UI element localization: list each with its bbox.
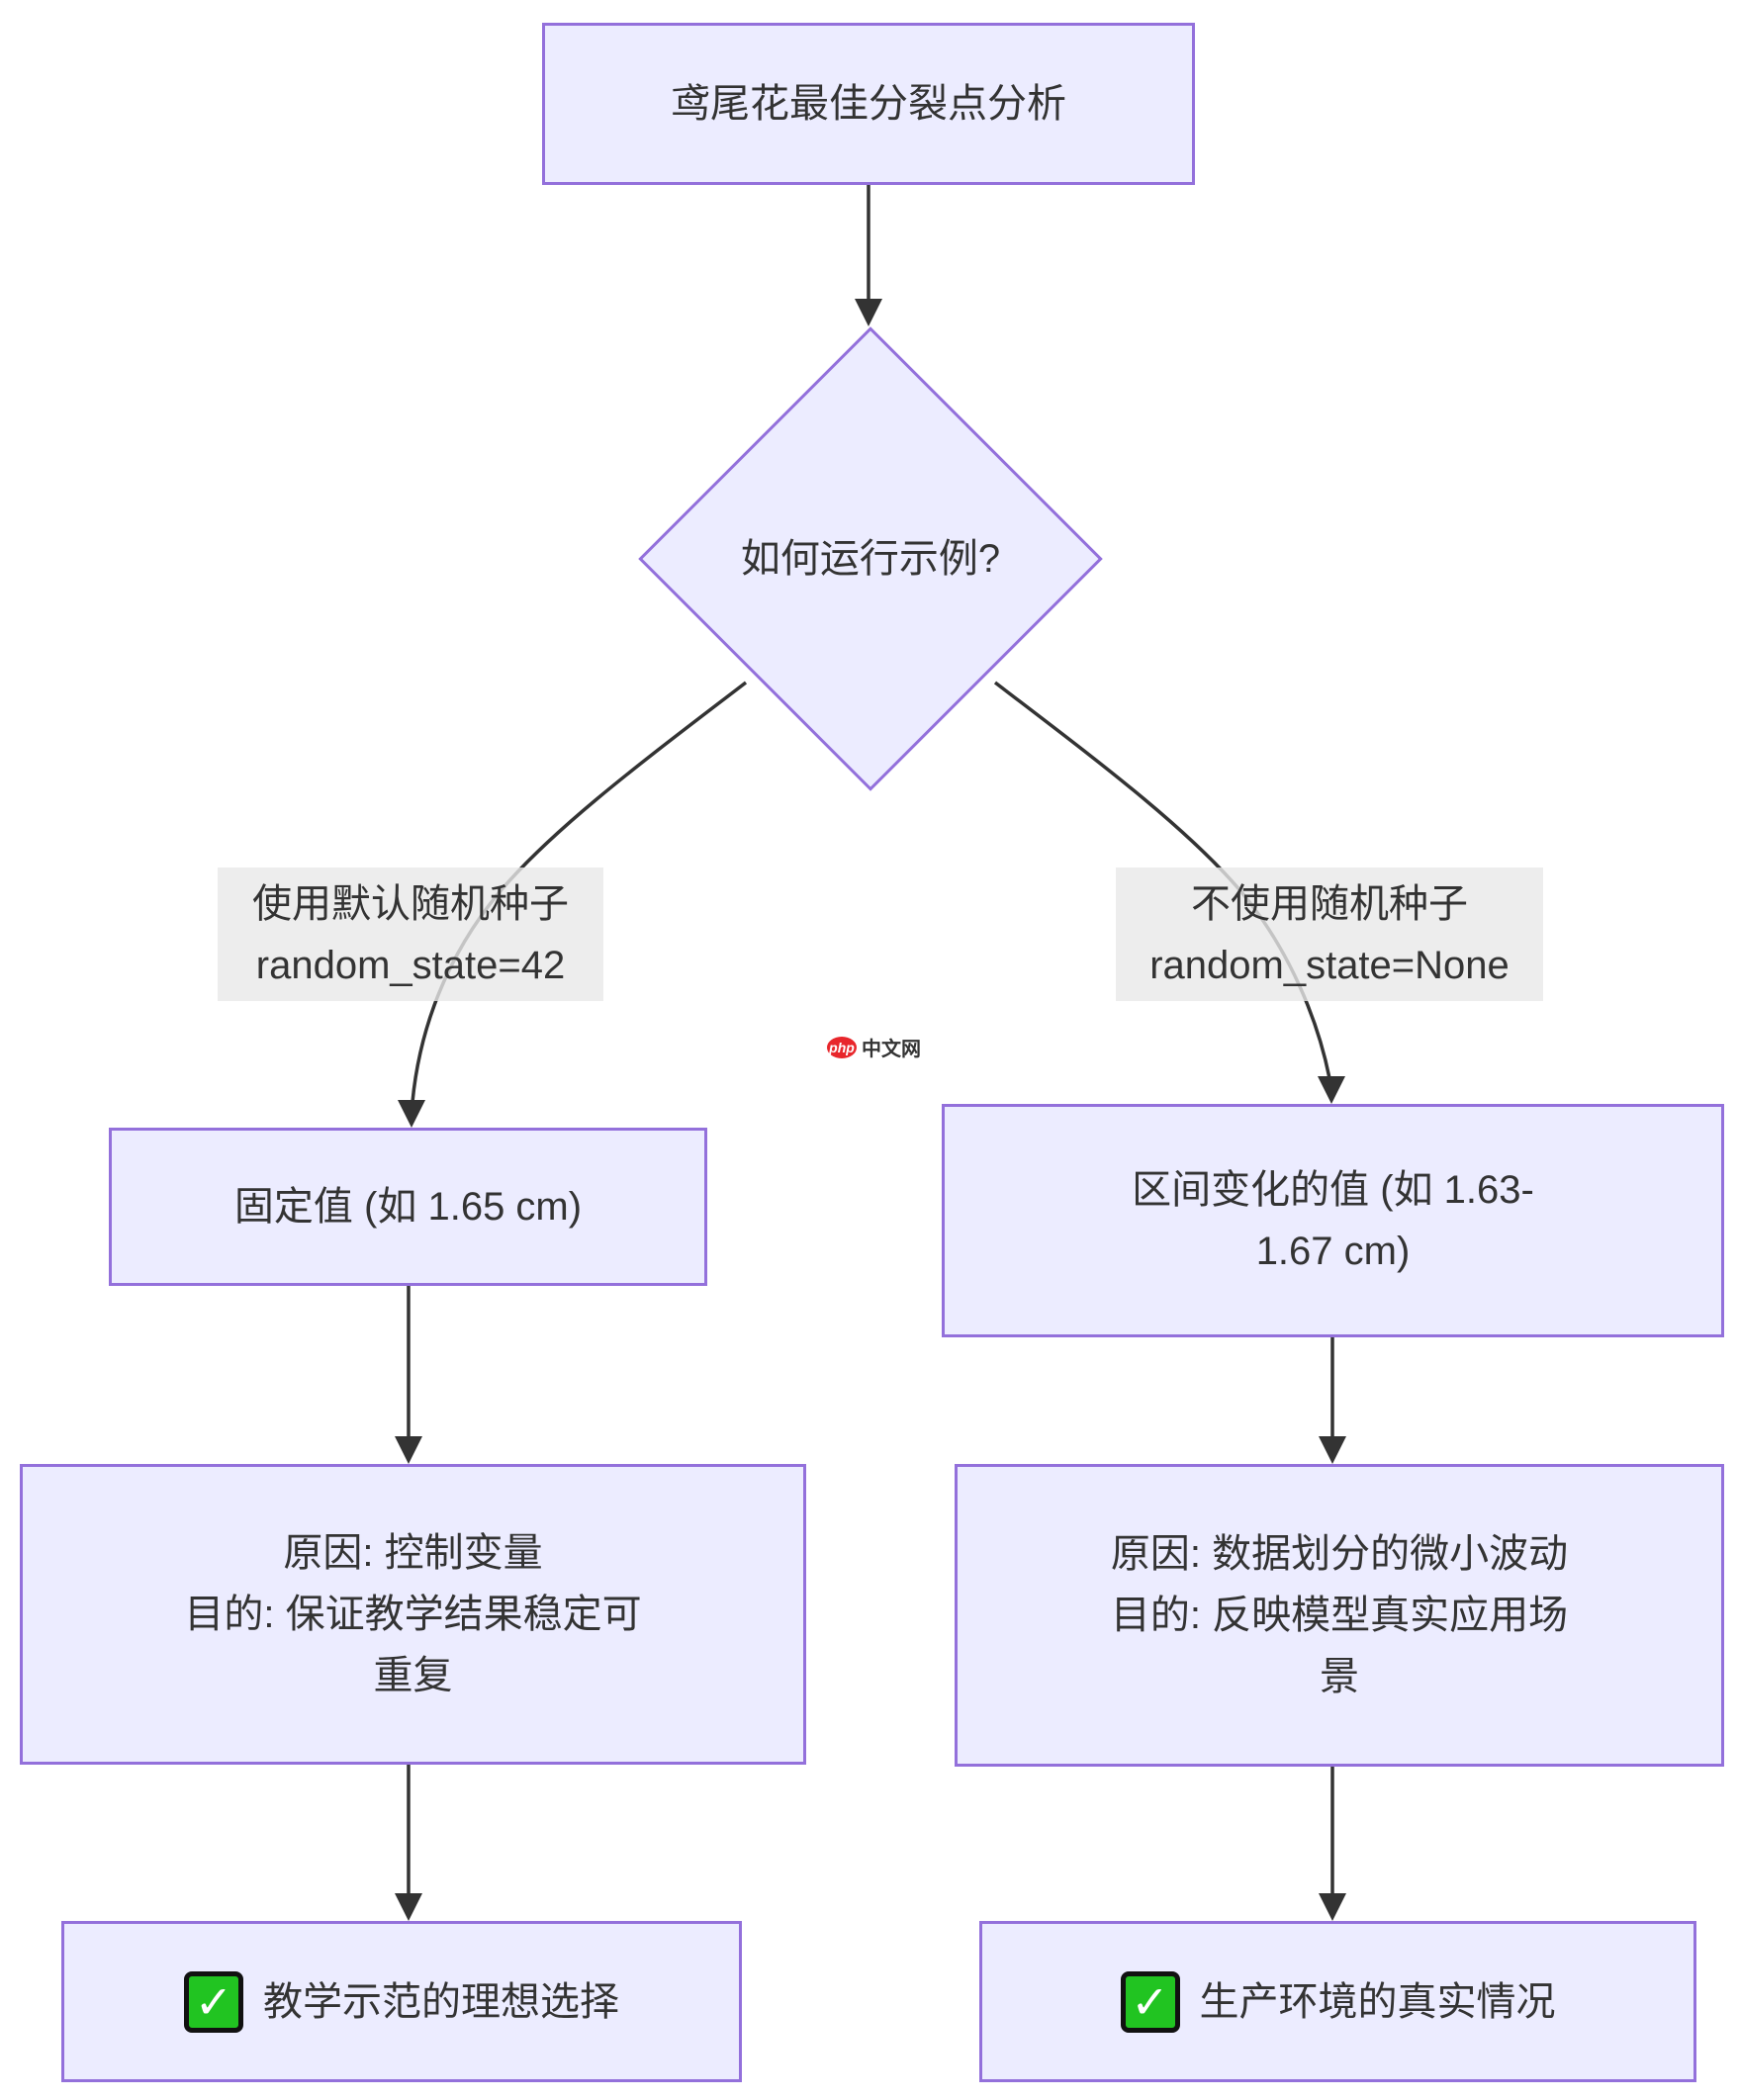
check-icon: ✓ <box>184 1970 243 2033</box>
php-badge-icon: php <box>827 1036 857 1058</box>
edge-label-right-text: 不使用随机种子 random_state=None <box>1149 881 1510 987</box>
node-left-result: ✓ 教学示范的理想选择 <box>61 1921 742 2082</box>
arrowhead-icon <box>1319 1436 1346 1464</box>
node-title-label: 鸢尾花最佳分裂点分析 <box>671 82 1066 126</box>
arrowhead-icon <box>398 1100 425 1128</box>
node-right-value: 区间变化的值 (如 1.63- 1.67 cm) <box>942 1104 1724 1337</box>
arrowhead-icon <box>395 1893 422 1921</box>
edge-label-left-text: 使用默认随机种子 random_state=42 <box>252 881 569 987</box>
node-right-result-content: ✓ 生产环境的真实情况 <box>1120 1970 1556 2033</box>
watermark-text: 中文网 <box>862 1039 921 1060</box>
arrowhead-icon <box>855 299 882 326</box>
node-right-reason: 原因: 数据划分的微小波动 目的: 反映模型真实应用场 景 <box>955 1464 1724 1767</box>
node-right-value-label: 区间变化的值 (如 1.63- 1.67 cm) <box>1132 1168 1534 1273</box>
arrowhead-icon <box>1319 1893 1346 1921</box>
node-left-result-label: 教学示范的理想选择 <box>263 1979 619 2024</box>
node-left-value-label: 固定值 (如 1.65 cm) <box>233 1185 583 1229</box>
node-title: 鸢尾花最佳分裂点分析 <box>542 23 1195 185</box>
edge-label-right: 不使用随机种子 random_state=None <box>1116 867 1543 1001</box>
node-left-result-content: ✓ 教学示范的理想选择 <box>184 1970 619 2033</box>
node-right-result-label: 生产环境的真实情况 <box>1199 1979 1556 2024</box>
edge-label-left: 使用默认随机种子 random_state=42 <box>218 867 603 1001</box>
node-right-reason-label: 原因: 数据划分的微小波动 目的: 反映模型真实应用场 景 <box>1110 1532 1569 1698</box>
decision-diamond-label: 如何运行示例? <box>740 537 1001 581</box>
node-right-result: ✓ 生产环境的真实情况 <box>979 1921 1696 2082</box>
arrowhead-icon <box>1318 1076 1345 1104</box>
arrowhead-icon <box>395 1436 422 1464</box>
node-left-value: 固定值 (如 1.65 cm) <box>109 1128 707 1286</box>
watermark: php 中文网 <box>827 1033 921 1061</box>
check-icon: ✓ <box>1120 1970 1180 2033</box>
node-left-reason: 原因: 控制变量 目的: 保证教学结果稳定可 重复 <box>20 1464 806 1765</box>
node-left-reason-label: 原因: 控制变量 目的: 保证教学结果稳定可 重复 <box>184 1531 642 1697</box>
